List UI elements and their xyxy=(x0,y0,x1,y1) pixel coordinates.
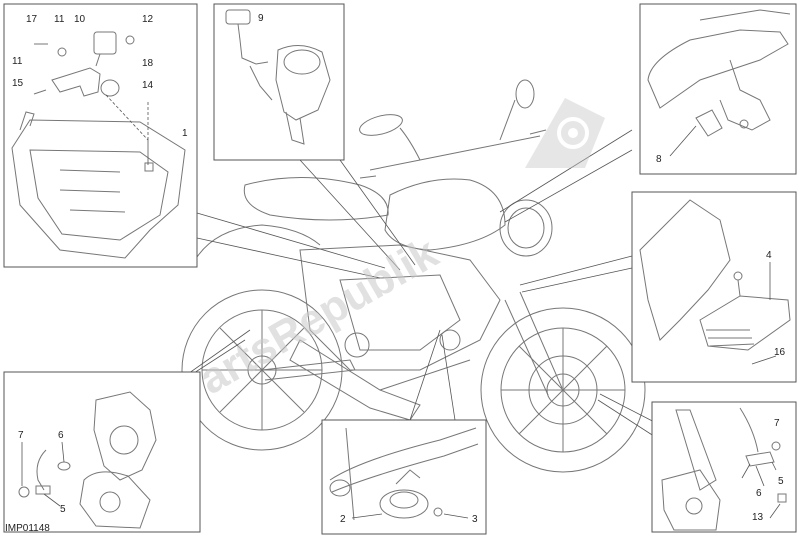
inset-rear-speed-sensor: 7 6 5 IMP01148 xyxy=(3,371,201,534)
inset-horn: 2 3 xyxy=(321,419,487,535)
callout-18: 18 xyxy=(142,58,154,69)
callout-7-left: 7 xyxy=(18,430,24,441)
inset-headstock-bracket: 8 xyxy=(639,3,797,175)
callout-10: 10 xyxy=(74,14,86,25)
drawing-reference-code: IMP01148 xyxy=(5,523,50,534)
callout-12: 12 xyxy=(142,14,154,25)
callout-17: 17 xyxy=(26,14,38,25)
inset-throttle-sensor: 9 xyxy=(213,3,345,161)
callout-4: 4 xyxy=(766,250,772,261)
callout-15: 15 xyxy=(12,78,24,89)
callout-9: 9 xyxy=(258,13,264,24)
callout-3: 3 xyxy=(472,514,478,525)
callout-1: 1 xyxy=(182,128,188,139)
watermark-text: PartsRepublik xyxy=(166,228,447,419)
inset-front-speed-sensor: 7 6 5 13 xyxy=(651,401,797,533)
callout-14: 14 xyxy=(142,80,154,91)
callout-6-right: 6 xyxy=(756,488,762,499)
callout-2: 2 xyxy=(340,514,346,525)
callout-5-right: 5 xyxy=(778,476,784,487)
callout-5-left: 5 xyxy=(60,504,66,515)
inset-voltage-regulator: 4 16 xyxy=(631,191,797,383)
callout-16: 16 xyxy=(774,347,786,358)
callout-11-lower: 11 xyxy=(12,56,23,67)
callout-6-left: 6 xyxy=(58,430,64,441)
inset-battery-tray: 17 11 10 12 11 18 15 14 1 xyxy=(3,3,198,268)
callout-11-upper: 11 xyxy=(54,14,65,25)
motorcycle-illustration xyxy=(181,79,646,473)
callout-7-right: 7 xyxy=(774,418,780,429)
watermark-gear-icon xyxy=(525,98,605,168)
callout-13: 13 xyxy=(752,512,764,523)
callout-8: 8 xyxy=(656,154,662,165)
